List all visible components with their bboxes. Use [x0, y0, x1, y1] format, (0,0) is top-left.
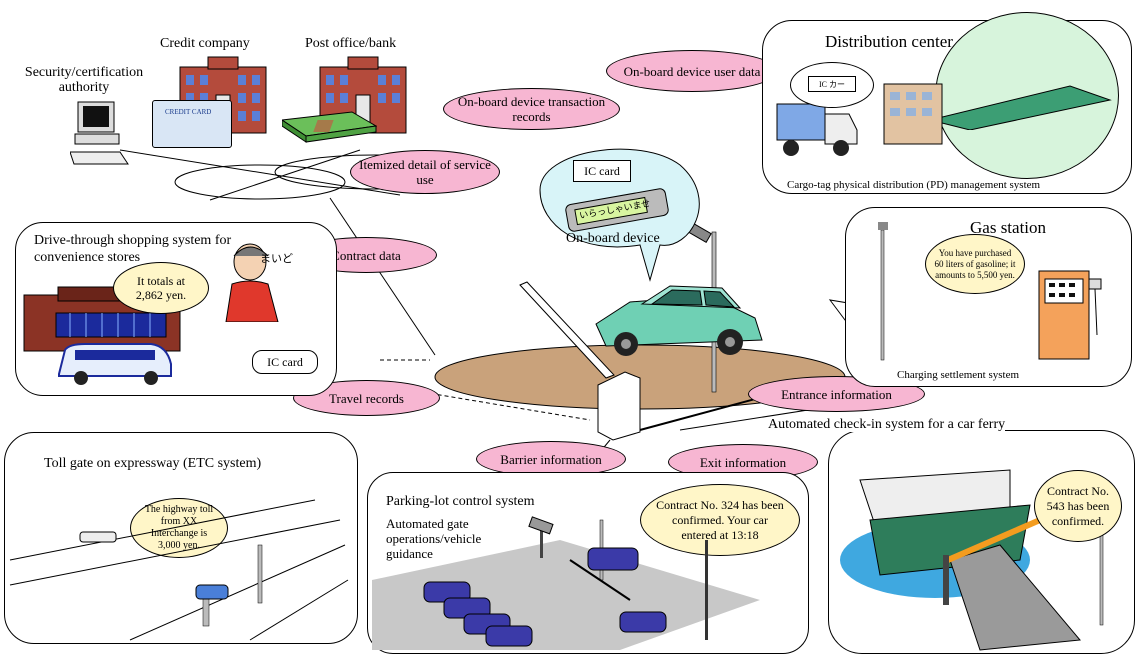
parking-lot-subtitle: Automated gate operations/vehicle guidan…	[386, 516, 482, 561]
antenna-pole-icon	[876, 222, 890, 362]
van-icon	[55, 338, 175, 386]
onboard-user-data-pill: On-board device user data	[606, 50, 778, 92]
gas-speech-bubble: You have purchased 60 liters of gasoline…	[925, 234, 1025, 294]
credit-card-text: CREDIT CARD	[165, 108, 212, 116]
toll-gate-title: Toll gate on expressway (ETC system)	[44, 456, 262, 471]
security-authority-label: Security/certification authority	[24, 65, 144, 95]
onboard-transaction-pill: On-board device transaction records	[443, 88, 620, 130]
itemized-detail-pill: Itemized detail of service use	[350, 150, 500, 194]
ferry-title: Automated check-in system for a car ferr…	[768, 417, 1006, 432]
drive-ic-card-label: IC card	[252, 350, 318, 374]
toll-speech-bubble: The highway toll from XX Interchange is …	[130, 498, 228, 558]
ic-card-label: IC card	[573, 160, 631, 182]
money-stack-icon	[282, 108, 377, 144]
warehouse-icon	[880, 78, 950, 148]
distribution-caption: Cargo-tag physical distribution (PD) man…	[787, 179, 1041, 191]
gas-station-title: Gas station	[970, 218, 1047, 237]
truck-icon	[775, 100, 860, 160]
parking-speech-bubble: Contract No. 324 has been confirmed. You…	[640, 484, 800, 556]
credit-company-label: Credit company	[160, 36, 250, 51]
clerk-text: まいど	[260, 253, 293, 265]
ferry-speech-bubble: Contract No. 543 has been confirmed.	[1034, 470, 1122, 542]
ic-sign-text: IC カー	[819, 79, 845, 89]
clerk-icon	[222, 242, 282, 322]
credit-card-icon: CREDIT CARD	[152, 100, 232, 148]
store-icon	[22, 285, 182, 355]
gas-caption: Charging settlement system	[897, 369, 1020, 381]
speech-bubble	[790, 62, 874, 108]
drive-speech-bubble: It totals at 2,862 yen.	[113, 262, 209, 314]
distribution-center-title: Distribution center	[825, 32, 953, 51]
conveyor-icon	[930, 80, 1120, 130]
car-icon	[590, 280, 770, 360]
gas-pump-icon	[1035, 265, 1115, 365]
ic-sign: IC カー	[808, 76, 856, 92]
onboard-device-label: On-board device	[566, 231, 660, 246]
drive-through-title: Drive-through shopping system for conven…	[34, 233, 232, 265]
post-office-bank-label: Post office/bank	[305, 36, 397, 51]
travel-records-pill: Travel records	[293, 380, 440, 416]
computer-icon	[70, 100, 130, 170]
parking-lot-title: Parking-lot control system	[386, 494, 535, 509]
